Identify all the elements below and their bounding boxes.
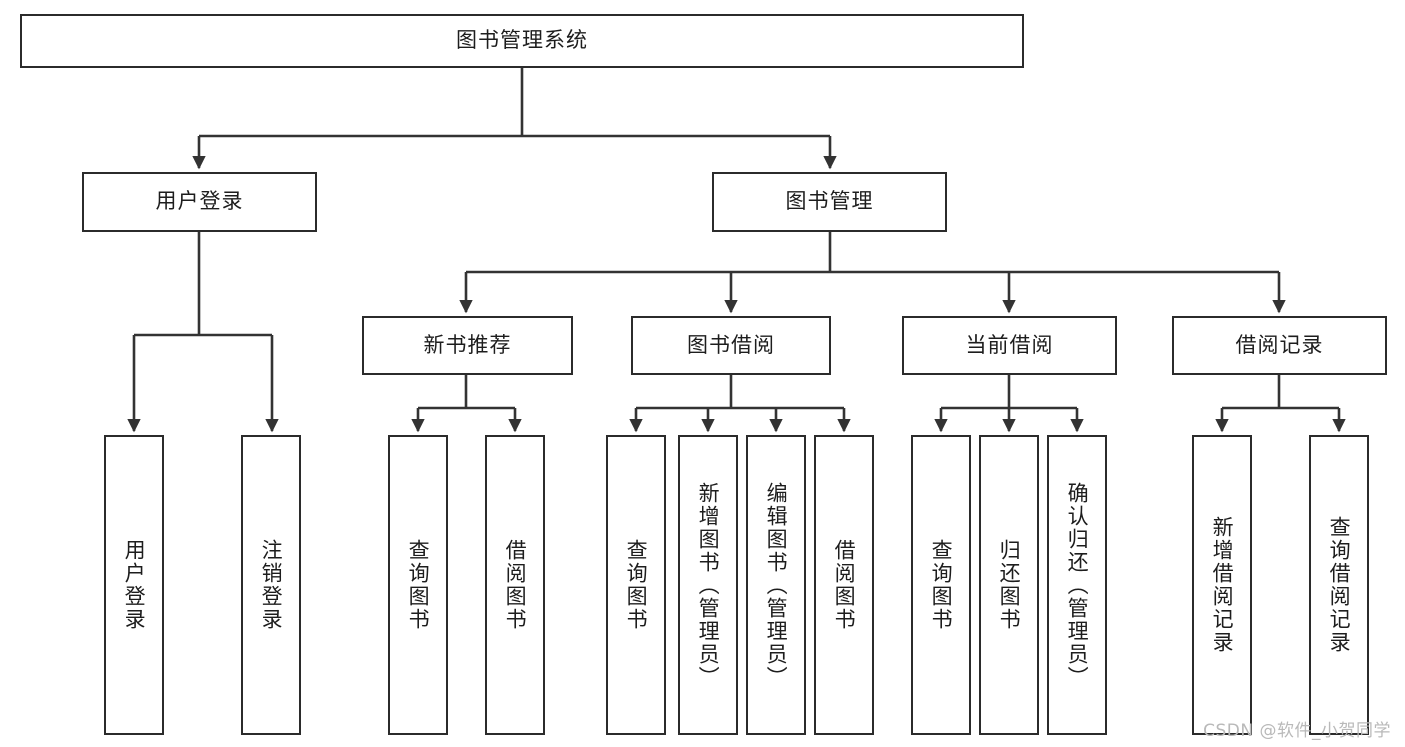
node-book-management[interactable]: 图书管理 — [712, 172, 947, 232]
node-new-book-recommend[interactable]: 新书推荐 — [362, 316, 573, 375]
node-label: 用户登录 — [122, 539, 147, 631]
node-book-borrow[interactable]: 图书借阅 — [631, 316, 831, 375]
leaf-current-borrow-return-book[interactable]: 归还图书 — [979, 435, 1039, 735]
leaf-user-login-logout[interactable]: 注销登录 — [241, 435, 301, 735]
node-label: 编辑图书（管理员） — [764, 481, 789, 689]
node-current-borrow[interactable]: 当前借阅 — [902, 316, 1117, 375]
node-label: 新增图书（管理员） — [696, 481, 721, 689]
node-label: 新书推荐 — [423, 332, 512, 357]
node-label: 借阅图书 — [503, 539, 528, 631]
node-label: 借阅图书 — [832, 539, 857, 631]
csdn-watermark: CSDN @软件_小贺同学 — [1203, 721, 1391, 741]
node-label: 当前借阅 — [965, 332, 1054, 357]
leaf-current-borrow-query-book[interactable]: 查询图书 — [911, 435, 971, 735]
leaf-new-book-query-book[interactable]: 查询图书 — [388, 435, 448, 735]
node-label: 查询借阅记录 — [1327, 516, 1352, 654]
leaf-user-login-login[interactable]: 用户登录 — [104, 435, 164, 735]
leaf-book-borrow-query-book[interactable]: 查询图书 — [606, 435, 666, 735]
node-label: 注销登录 — [259, 539, 284, 631]
node-label: 查询图书 — [406, 539, 431, 631]
node-label: 归还图书 — [997, 539, 1022, 631]
leaf-book-borrow-edit-book-admin[interactable]: 编辑图书（管理员） — [746, 435, 806, 735]
node-label: 图书借阅 — [687, 332, 775, 357]
node-label: 用户登录 — [155, 189, 244, 214]
node-label: 新增借阅记录 — [1210, 516, 1235, 654]
node-label: 图书管理 — [785, 189, 874, 214]
leaf-current-borrow-confirm-return-admin[interactable]: 确认归还（管理员） — [1047, 435, 1107, 735]
node-label: 借阅记录 — [1235, 332, 1324, 357]
node-label: 图书管理系统 — [456, 28, 588, 53]
node-label: 查询图书 — [929, 539, 954, 631]
node-borrow-record[interactable]: 借阅记录 — [1172, 316, 1387, 375]
node-label: 查询图书 — [624, 539, 649, 631]
leaf-borrow-record-query-record[interactable]: 查询借阅记录 — [1309, 435, 1369, 735]
node-label: 确认归还（管理员） — [1065, 481, 1090, 689]
leaf-book-borrow-add-book-admin[interactable]: 新增图书（管理员） — [678, 435, 738, 735]
leaf-borrow-record-add-record[interactable]: 新增借阅记录 — [1192, 435, 1252, 735]
node-root-book-management-system[interactable]: 图书管理系统 — [20, 14, 1024, 68]
node-user-login[interactable]: 用户登录 — [82, 172, 317, 232]
leaf-book-borrow-borrow-book[interactable]: 借阅图书 — [814, 435, 874, 735]
leaf-new-book-borrow-book[interactable]: 借阅图书 — [485, 435, 545, 735]
